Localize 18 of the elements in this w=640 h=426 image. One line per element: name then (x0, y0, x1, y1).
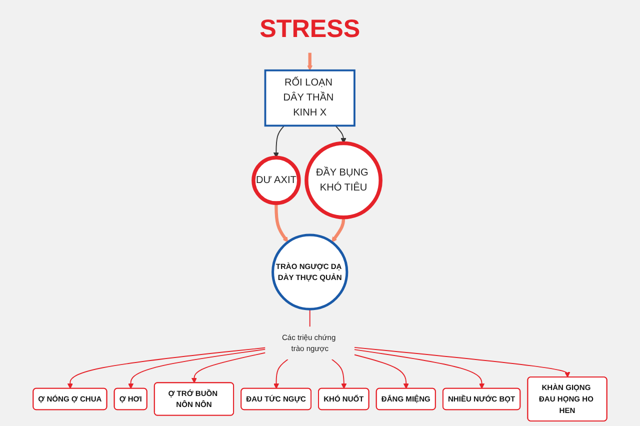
arrow (274, 203, 288, 242)
arrow (273, 125, 285, 158)
arrow (331, 358, 347, 389)
arrow (354, 349, 485, 389)
arrow (307, 52, 313, 71)
node-circle: DƯ AXIT (252, 156, 301, 205)
arrow (334, 125, 346, 144)
node-circle: ĐẦY BỤNG KHÓ TIÊU (304, 141, 382, 220)
arrow (67, 347, 266, 389)
arrow (128, 348, 266, 389)
arrow (332, 217, 346, 242)
connector (309, 308, 310, 328)
node-box: RỐI LOẠN DÂY THẦN KINH X (264, 69, 356, 127)
arrow (191, 352, 266, 384)
arrow (274, 358, 288, 389)
node-text: STRESS (260, 15, 360, 43)
arrow (354, 354, 409, 389)
arrow (354, 346, 570, 378)
